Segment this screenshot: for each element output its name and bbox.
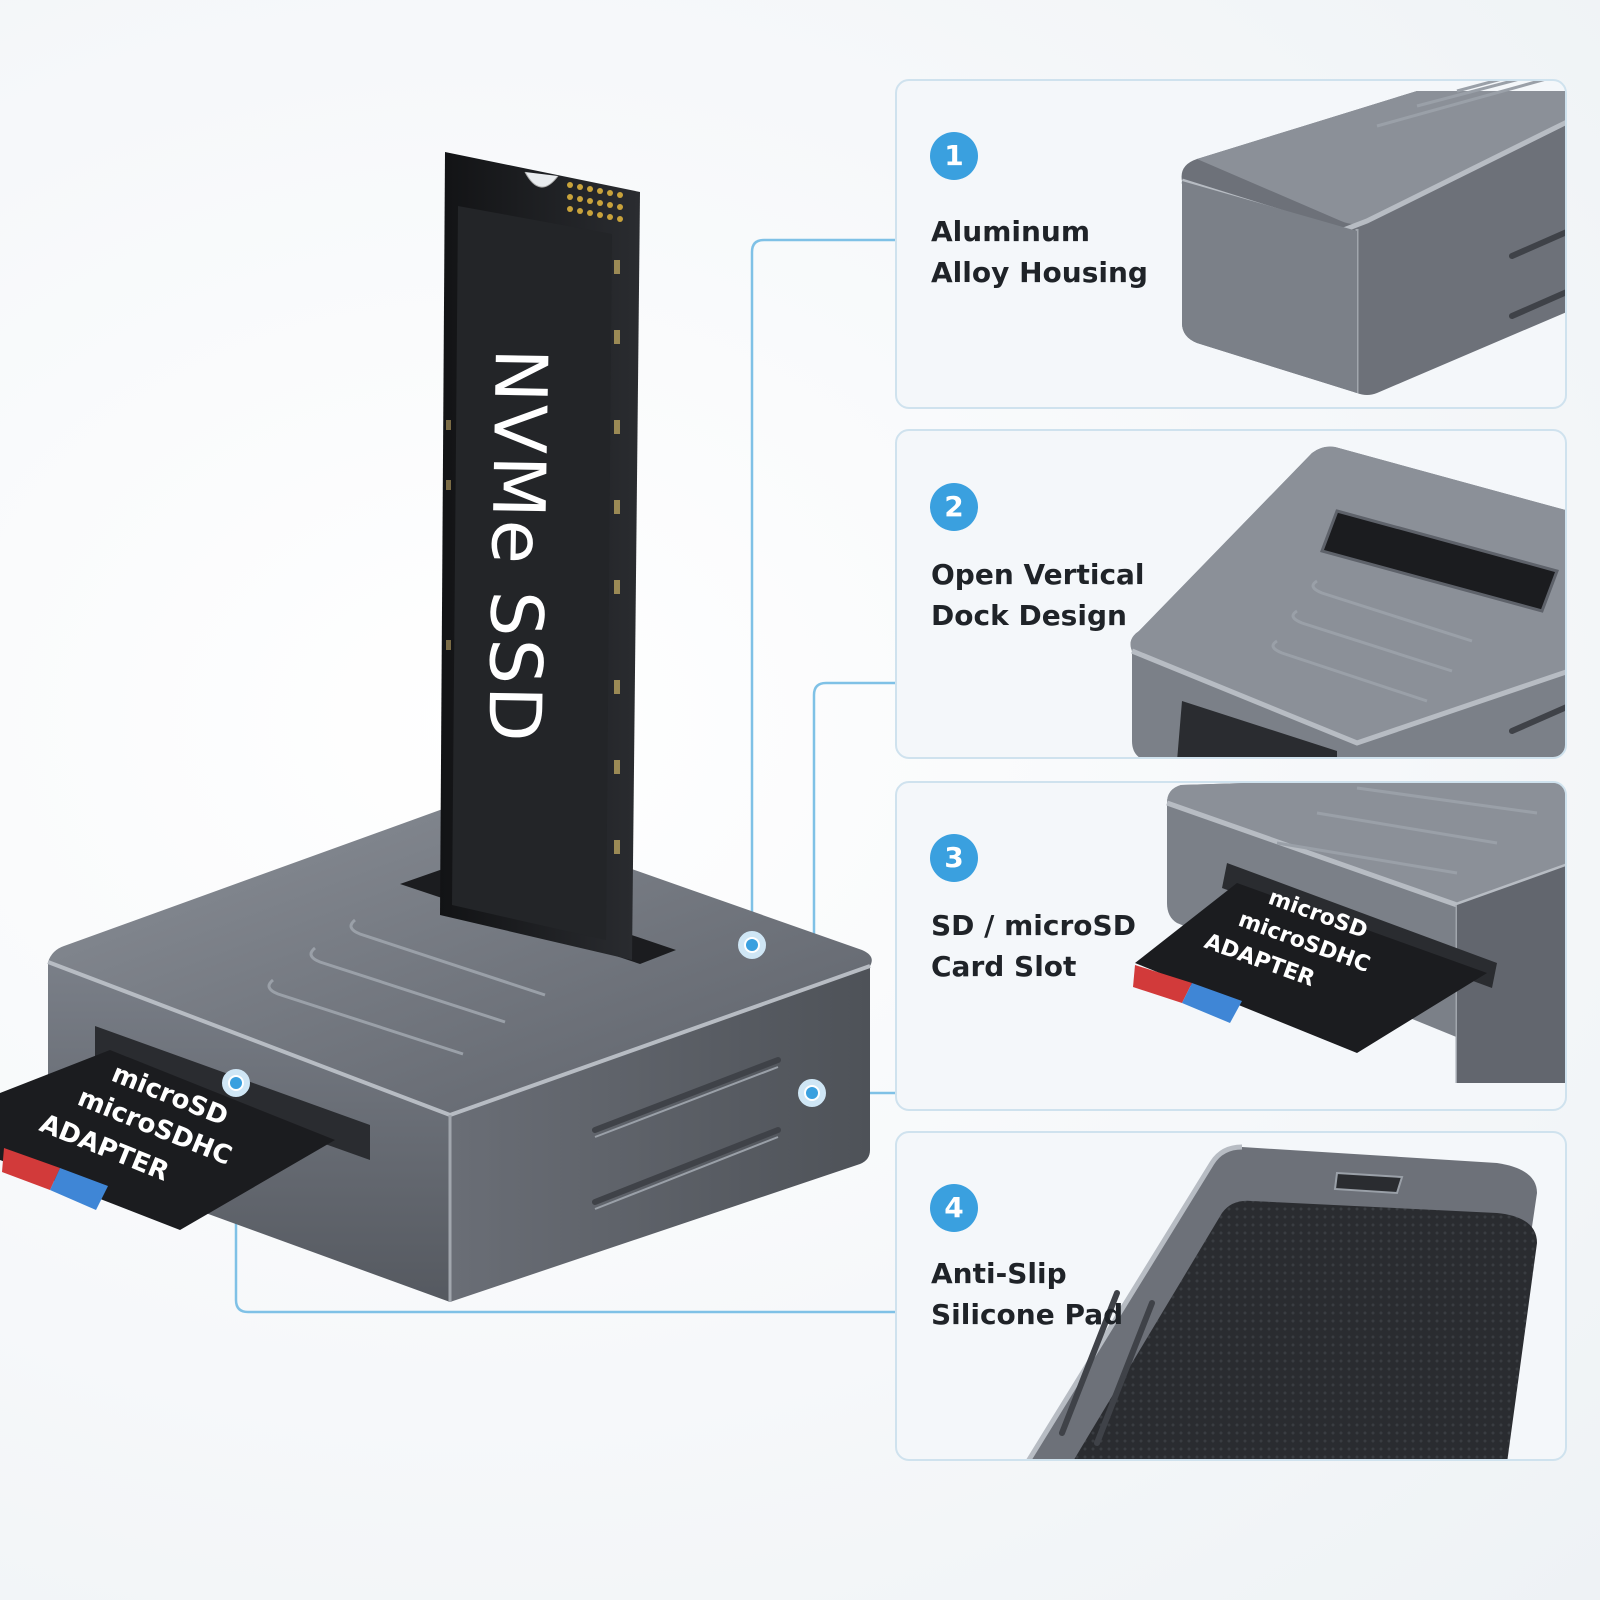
feature-number-4: 4 [930,1184,978,1232]
vertical-dock-illustration [1130,446,1565,757]
feature-3-line-1: SD / microSD [931,909,1136,942]
feature-panel-4: 4 Anti-Slip Silicone Pad [895,1131,1567,1461]
feature-number-2: 2 [930,483,978,531]
connector-2 [752,681,895,947]
feature-panel-3: microSD microSDHC ADAPTER 3 SD / microSD… [895,781,1567,1111]
feature-1-line-2: Alloy Housing [931,256,1148,289]
feature-3-line-2: Card Slot [931,950,1077,983]
feature-2-line-1: Open Vertical [931,558,1145,591]
connector-4 [234,1083,895,1314]
feature-4-line-1: Anti-Slip [931,1257,1067,1290]
feature-label-1: Aluminum Alloy Housing [931,211,1261,293]
feature-label-3: SD / microSD Card Slot [931,905,1261,987]
feature-2-line-2: Dock Design [931,599,1127,632]
microsd-adapter-card: microSD microSDHC ADAPTER [0,1050,335,1230]
nvme-ssd-module: NVMe SSD [440,152,640,960]
connector-dots [222,931,826,1107]
feature-label-2: Open Vertical Dock Design [931,554,1261,636]
feature-label-4: Anti-Slip Silicone Pad [931,1253,1261,1335]
feature-4-line-2: Silicone Pad [931,1298,1124,1331]
connector-1 [750,238,895,945]
feature-panel-2: 2 Open Vertical Dock Design [895,429,1567,759]
feature-number-1: 1 [930,132,978,180]
feature-number-3: 3 [930,834,978,882]
aluminum-housing-illustration [1181,81,1565,395]
silicone-pad-illustration [1026,1144,1537,1459]
feature-1-line-1: Aluminum [931,215,1091,248]
ssd-label: NVMe SSD [472,348,563,745]
card-slot-illustration: microSD microSDHC ADAPTER [1133,783,1565,1083]
feature-panel-1: 1 Aluminum Alloy Housing [895,79,1567,409]
